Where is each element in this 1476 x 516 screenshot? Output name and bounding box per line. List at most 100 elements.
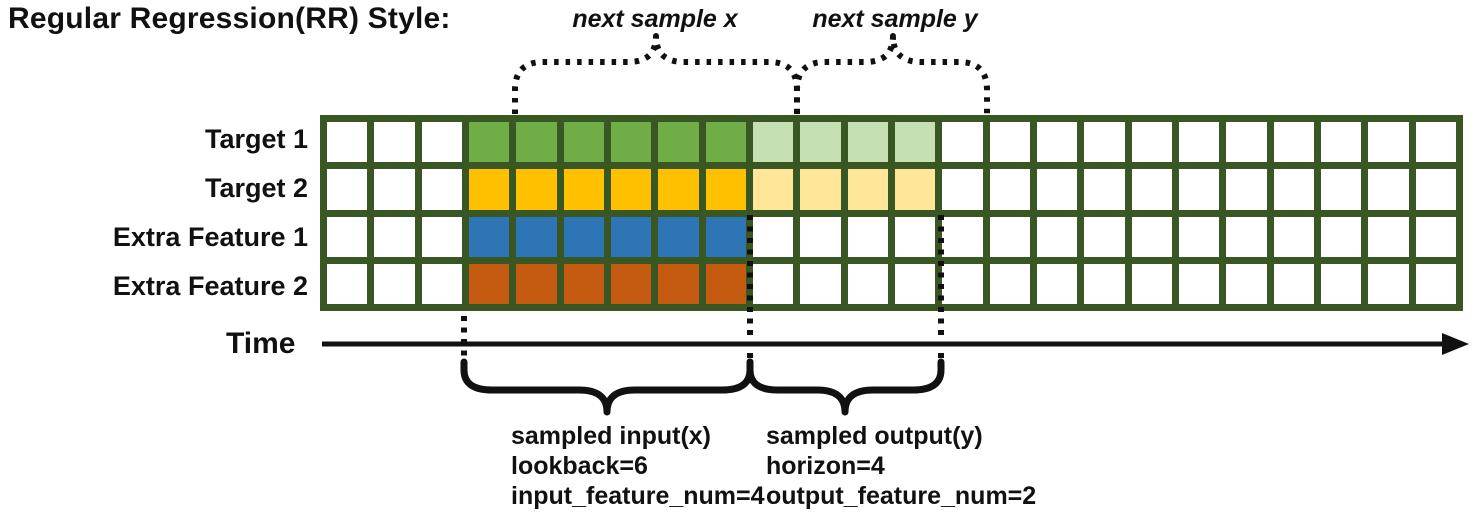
cell-r1-c16 <box>1084 169 1125 210</box>
cell-r1-c2 <box>421 169 462 210</box>
cell-r0-c3 <box>468 122 510 163</box>
sampled-output-title: sampled output(y) <box>766 422 983 450</box>
cell-r2-c13 <box>942 216 983 257</box>
cell-r2-c16 <box>1084 216 1125 257</box>
cell-r0-c14 <box>989 122 1030 163</box>
cell-r3-c0 <box>327 263 368 304</box>
cell-r3-c11 <box>847 263 888 304</box>
cell-r0-c5 <box>563 122 604 163</box>
input-feature-num: input_feature_num=4 <box>511 482 765 510</box>
next-sample-y-label: next sample y <box>812 5 978 33</box>
cell-r1-c8 <box>705 169 746 210</box>
cell-r3-c15 <box>1036 263 1078 304</box>
cell-r2-c5 <box>563 216 604 257</box>
cell-r1-c1 <box>374 169 415 210</box>
cell-r2-c22 <box>1368 216 1409 257</box>
cell-r2-c19 <box>1226 216 1267 257</box>
horizon-value: horizon=4 <box>766 452 885 480</box>
cell-r3-c21 <box>1320 263 1362 304</box>
cell-r3-c22 <box>1368 263 1409 304</box>
cell-r3-c2 <box>421 263 462 304</box>
row-label-extra-feature-2: Extra Feature 2 <box>112 271 308 301</box>
cell-r1-c7 <box>658 169 699 210</box>
cell-r2-c12 <box>894 216 936 257</box>
sampled-output-annotation: sampled output(y) horizon=4 output_featu… <box>766 421 1036 511</box>
row-label-target-2: Target 2 <box>204 173 308 203</box>
time-axis-label: Time <box>226 327 296 360</box>
brace-sampled-output <box>746 358 945 416</box>
cell-r3-c1 <box>374 263 415 304</box>
cell-r0-c8 <box>705 122 746 163</box>
cell-r2-c1 <box>374 216 415 257</box>
cell-r1-c9 <box>752 169 794 210</box>
cell-r0-c9 <box>752 122 794 163</box>
output-feature-num: output_feature_num=2 <box>766 482 1037 510</box>
cell-r3-c4 <box>516 263 557 304</box>
row-labels: Target 1 Target 2 Extra Feature 1 Extra … <box>0 115 308 311</box>
cell-r0-c12 <box>894 122 936 163</box>
next-sample-x-label: next sample x <box>572 5 738 33</box>
cell-r2-c2 <box>421 216 462 257</box>
cell-r0-c1 <box>374 122 415 163</box>
cell-r3-c8 <box>705 263 746 304</box>
row-label-extra-feature-1: Extra Feature 1 <box>112 222 308 252</box>
cell-r3-c5 <box>563 263 604 304</box>
cell-r3-c14 <box>989 263 1030 304</box>
cell-r1-c3 <box>468 169 510 210</box>
cell-r2-c9 <box>752 216 794 257</box>
cell-r1-c19 <box>1226 169 1267 210</box>
cell-r2-c20 <box>1273 216 1314 257</box>
cell-r2-c18 <box>1178 216 1220 257</box>
cell-r3-c12 <box>894 263 936 304</box>
cell-r1-c17 <box>1131 169 1172 210</box>
cell-r1-c10 <box>800 169 841 210</box>
cell-r3-c17 <box>1131 263 1172 304</box>
time-arrowhead-icon <box>1442 333 1469 355</box>
brace-next-sample-x <box>512 33 800 114</box>
lookback-value: lookback=6 <box>511 452 648 480</box>
cell-r0-c4 <box>516 122 557 163</box>
cell-r1-c4 <box>516 169 557 210</box>
cell-r2-c7 <box>658 216 699 257</box>
brace-sampled-input <box>460 358 754 416</box>
cell-r1-c22 <box>1368 169 1409 210</box>
time-arrow <box>322 333 1469 355</box>
cell-r3-c7 <box>658 263 699 304</box>
cell-r1-c20 <box>1273 169 1314 210</box>
cell-r0-c18 <box>1178 122 1220 163</box>
cell-r2-c15 <box>1036 216 1078 257</box>
cell-r2-c10 <box>800 216 841 257</box>
cell-r1-c6 <box>610 169 652 210</box>
cell-r2-c3 <box>468 216 510 257</box>
cell-r2-c8 <box>705 216 746 257</box>
cell-r0-c16 <box>1084 122 1125 163</box>
page-title: Regular Regression(RR) Style: <box>8 2 451 35</box>
sampled-input-title: sampled input(x) <box>511 422 712 450</box>
cell-r0-c2 <box>421 122 462 163</box>
sample-grid <box>320 115 1463 311</box>
cell-r2-c11 <box>847 216 888 257</box>
cell-r3-c10 <box>800 263 841 304</box>
cell-r0-c17 <box>1131 122 1172 163</box>
cell-r3-c6 <box>610 263 652 304</box>
cell-r0-c22 <box>1368 122 1409 163</box>
cell-r1-c21 <box>1320 169 1362 210</box>
cell-r3-c20 <box>1273 263 1314 304</box>
cell-r1-c12 <box>894 169 936 210</box>
row-label-target-1: Target 1 <box>204 124 308 154</box>
cell-r0-c10 <box>800 122 841 163</box>
cell-r3-c19 <box>1226 263 1267 304</box>
cell-r1-c0 <box>327 169 368 210</box>
cell-r1-c11 <box>847 169 888 210</box>
cell-r3-c18 <box>1178 263 1220 304</box>
cell-r0-c0 <box>327 122 368 163</box>
cell-r1-c18 <box>1178 169 1220 210</box>
cell-r1-c13 <box>942 169 983 210</box>
cell-r0-c7 <box>658 122 699 163</box>
cell-r2-c6 <box>610 216 652 257</box>
cell-r3-c23 <box>1415 263 1456 304</box>
cell-r2-c21 <box>1320 216 1362 257</box>
cell-r0-c13 <box>942 122 983 163</box>
cell-r1-c5 <box>563 169 604 210</box>
